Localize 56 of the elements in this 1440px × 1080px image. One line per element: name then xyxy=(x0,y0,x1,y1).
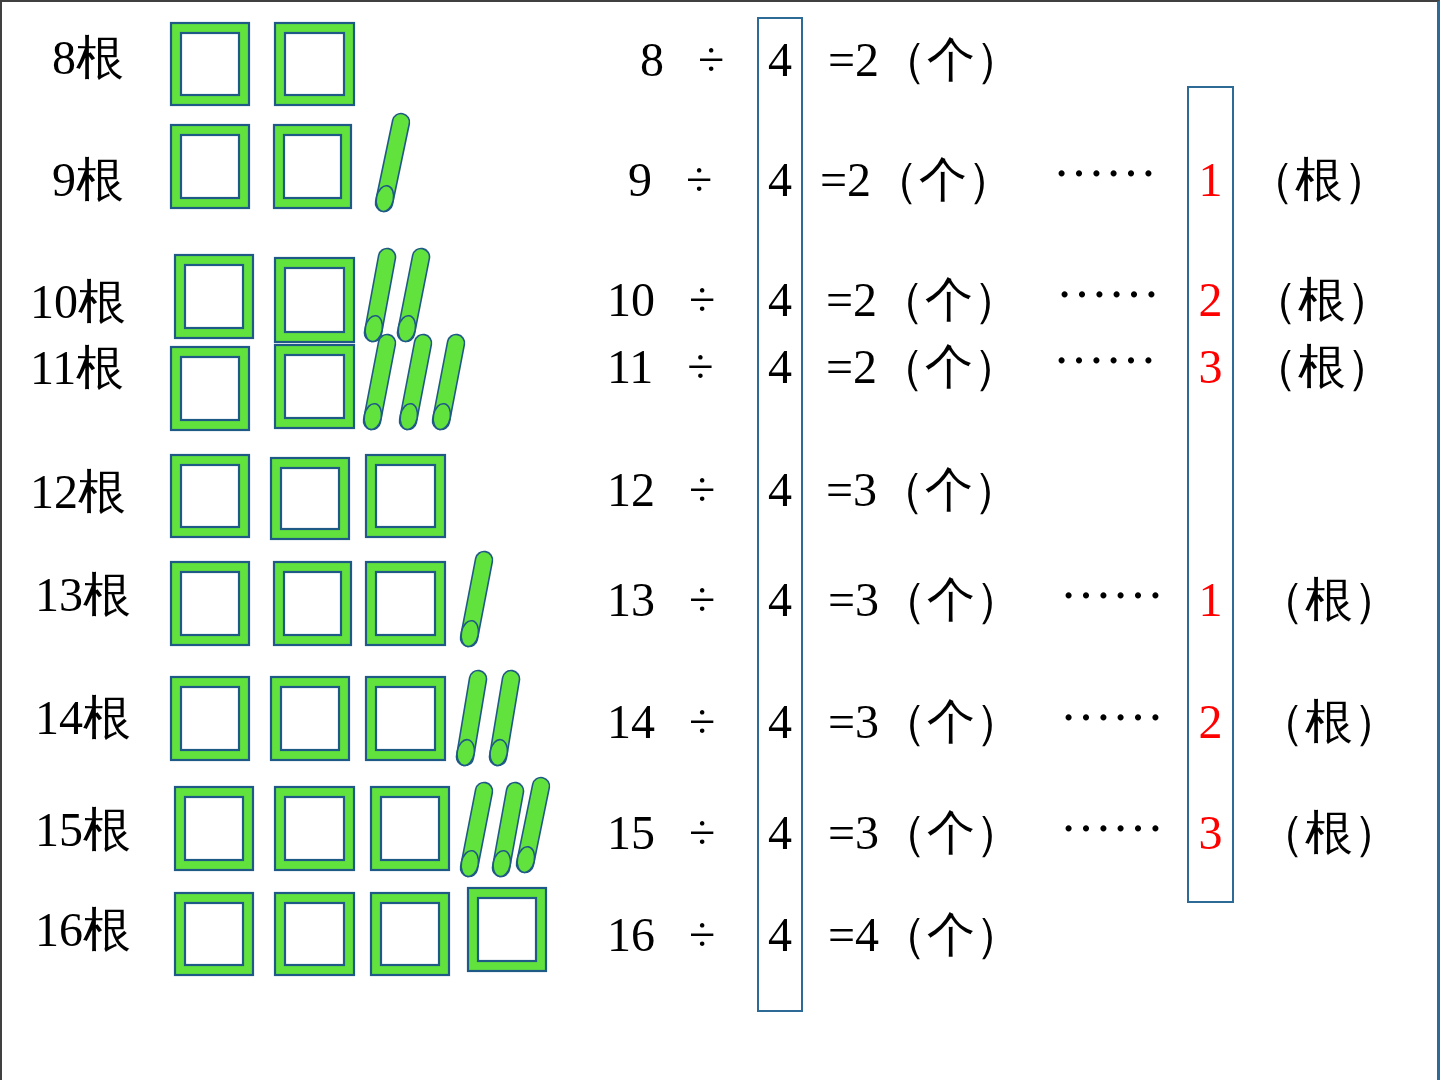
division-text: 12 ÷ xyxy=(607,462,716,518)
unit-text: （根） xyxy=(1257,805,1401,861)
divisor-digit: 4 xyxy=(767,152,793,208)
stick-count-label: 8根 xyxy=(52,30,124,86)
quotient-text: =2（个） xyxy=(826,272,1022,328)
quotient-text: =3（个） xyxy=(828,572,1024,628)
division-text: 14 ÷ xyxy=(607,694,716,750)
remainder-digit: 1 xyxy=(1197,572,1224,628)
ellipsis-text: …… xyxy=(1060,786,1164,842)
divisor-digit: 4 xyxy=(767,462,793,518)
stick-count-label: 15根 xyxy=(35,802,131,858)
divisor-digit: 4 xyxy=(767,339,793,395)
ellipsis-text: …… xyxy=(1053,318,1157,374)
stick-count-label: 10根 xyxy=(30,274,126,330)
quotient-text: =3（个） xyxy=(828,694,1024,750)
ellipsis-text: …… xyxy=(1060,675,1164,731)
ellipsis-text: …… xyxy=(1056,252,1160,308)
stick-count-label: 11根 xyxy=(30,340,125,396)
unit-text: （根） xyxy=(1247,152,1391,208)
column-box xyxy=(1187,86,1234,903)
column-box xyxy=(757,17,803,1012)
divisor-digit: 4 xyxy=(767,572,793,628)
unit-text: （根） xyxy=(1257,572,1401,628)
unit-text: （根） xyxy=(1257,694,1401,750)
remainder-digit: 3 xyxy=(1197,339,1224,395)
unit-text: （根） xyxy=(1250,272,1394,328)
division-text: 11 ÷ xyxy=(607,339,714,395)
quotient-text: =3（个） xyxy=(828,805,1024,861)
stick-count-label: 16根 xyxy=(35,902,131,958)
remainder-digit: 2 xyxy=(1197,272,1224,328)
quotient-text: =2（个） xyxy=(820,152,1016,208)
remainder-digit: 2 xyxy=(1197,694,1224,750)
division-text: 10 ÷ xyxy=(607,272,716,328)
stick-count-label: 12根 xyxy=(30,464,126,520)
divisor-digit: 4 xyxy=(767,272,793,328)
ellipsis-text: …… xyxy=(1060,553,1164,609)
unit-text: （根） xyxy=(1250,339,1394,395)
quotient-text: =4（个） xyxy=(828,907,1024,963)
stick-count-label: 13根 xyxy=(35,567,131,623)
remainder-digit: 1 xyxy=(1197,152,1224,208)
stick-count-label: 9根 xyxy=(52,152,124,208)
quotient-text: =3（个） xyxy=(826,462,1022,518)
division-text: 8 ÷ xyxy=(640,32,725,88)
divisor-digit: 4 xyxy=(767,694,793,750)
remainder-digit: 3 xyxy=(1197,805,1224,861)
ellipsis-text: …… xyxy=(1053,131,1157,187)
division-text: 15 ÷ xyxy=(607,805,716,861)
divisor-digit: 4 xyxy=(767,907,793,963)
divisor-digit: 4 xyxy=(767,805,793,861)
division-text: 16 ÷ xyxy=(607,907,716,963)
quotient-text: =2（个） xyxy=(826,339,1022,395)
division-text: 9 ÷ xyxy=(628,152,713,208)
quotient-text: =2（个） xyxy=(828,32,1024,88)
stick-count-label: 14根 xyxy=(35,690,131,746)
divisor-digit: 4 xyxy=(767,32,793,88)
division-text: 13 ÷ xyxy=(607,572,716,628)
